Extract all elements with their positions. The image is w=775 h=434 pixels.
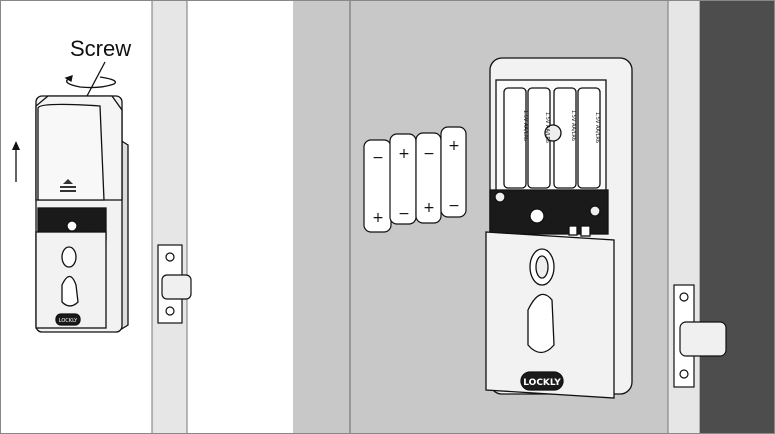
latch-left: [157, 244, 192, 324]
battery-labels: 1.5V AA/LR6 1.5V AA/LR6 1.5V AA/LR6 1.5V…: [522, 110, 600, 143]
battery-1-top: −: [372, 150, 384, 166]
rotate-arrow-icon: [64, 61, 117, 97]
svg-text:1.5V AA/LR6: 1.5V AA/LR6: [522, 110, 528, 141]
battery-3-top: −: [423, 146, 435, 162]
door-edge-left: [151, 0, 188, 434]
battery-2-top: +: [398, 146, 410, 162]
lockly-logo: LOCKLY: [523, 378, 561, 388]
lock-step1: [35, 95, 129, 333]
gray-panel-left-strip: [293, 0, 350, 434]
battery-4-top: +: [448, 138, 460, 154]
lock-step2: [485, 57, 633, 399]
screw-callout: Screw: [70, 36, 131, 61]
battery-1-bottom: +: [372, 210, 384, 226]
battery-3-bottom: +: [423, 200, 435, 216]
dark-wall: [700, 0, 775, 434]
arrow-up-icon: [12, 141, 20, 182]
batteries: [363, 126, 467, 233]
logo-small: LOCKLY: [59, 318, 78, 324]
battery-4-bottom: −: [448, 198, 460, 214]
svg-text:1.5V AA/LR6: 1.5V AA/LR6: [544, 112, 550, 143]
svg-text:1.5V AA/LR6: 1.5V AA/LR6: [594, 112, 600, 143]
battery-2-bottom: −: [398, 206, 410, 222]
latch-right: [673, 284, 727, 388]
svg-text:1.5V AA/LR6: 1.5V AA/LR6: [570, 110, 576, 141]
